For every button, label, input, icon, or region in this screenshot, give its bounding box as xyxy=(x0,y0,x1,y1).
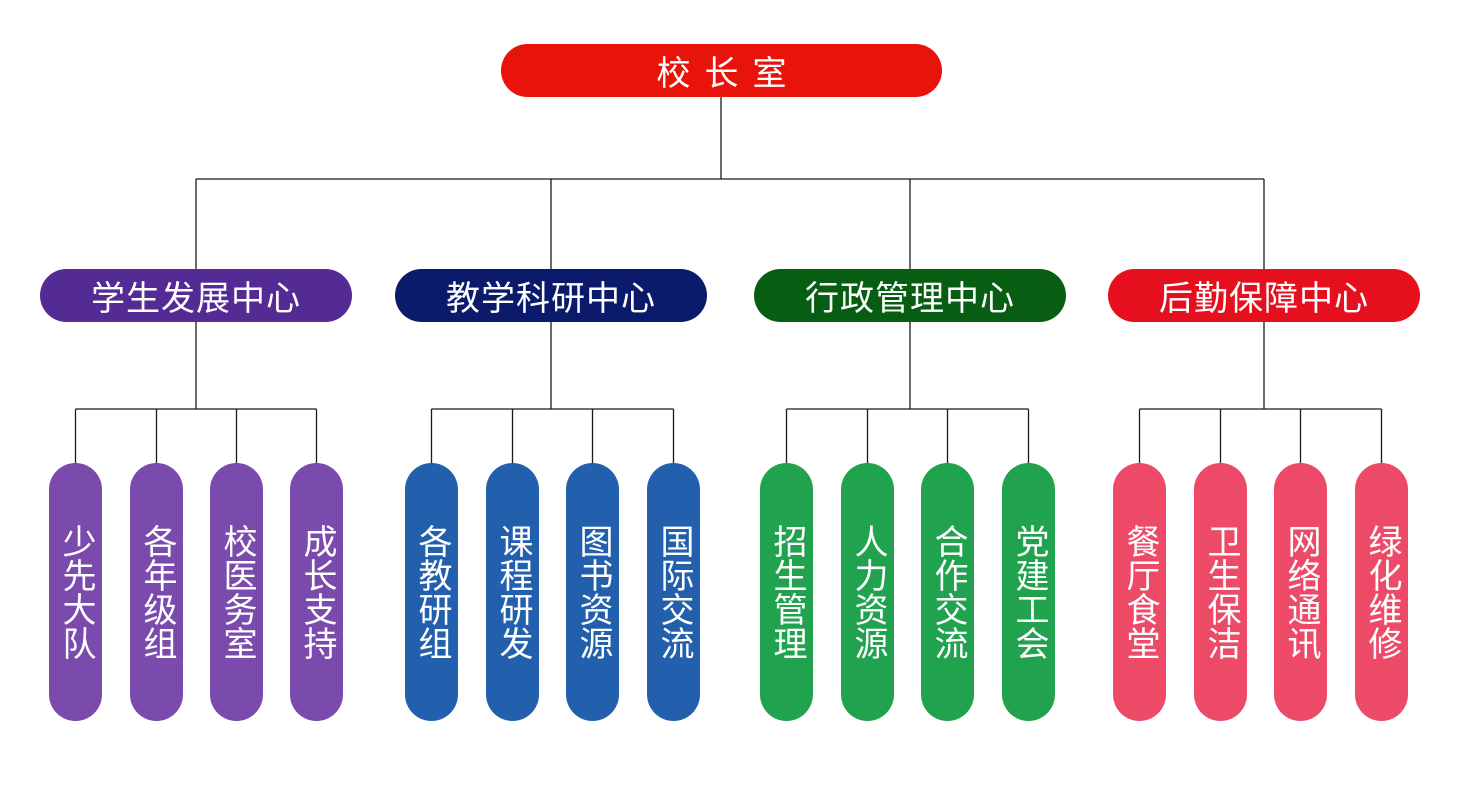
department-node-4-3: 网络通讯 xyxy=(1274,463,1327,721)
department-node-1-3: 校医务室 xyxy=(210,463,263,721)
center-node-3: 行政管理中心 xyxy=(754,269,1066,322)
department-node-4-4: 绿化维修 xyxy=(1355,463,1408,721)
department-node-1-2: 各年级组 xyxy=(130,463,183,721)
department-node-1-4: 成长支持 xyxy=(290,463,343,721)
department-node-3-3: 合作交流 xyxy=(921,463,974,721)
department-node-3-2: 人力资源 xyxy=(841,463,894,721)
center-node-4: 后勤保障中心 xyxy=(1108,269,1420,322)
department-node-1-1: 少先大队 xyxy=(49,463,102,721)
department-node-2-3: 图书资源 xyxy=(566,463,619,721)
department-node-3-1: 招生管理 xyxy=(760,463,813,721)
department-node-2-4: 国际交流 xyxy=(647,463,700,721)
department-node-3-4: 党建工会 xyxy=(1002,463,1055,721)
center-node-2: 教学科研中心 xyxy=(395,269,707,322)
center-node-1: 学生发展中心 xyxy=(40,269,352,322)
department-node-2-1: 各教研组 xyxy=(405,463,458,721)
department-node-2-2: 课程研发 xyxy=(486,463,539,721)
root-node-principal-office: 校长室 xyxy=(501,44,942,97)
department-node-4-1: 餐厅食堂 xyxy=(1113,463,1166,721)
department-node-4-2: 卫生保洁 xyxy=(1194,463,1247,721)
